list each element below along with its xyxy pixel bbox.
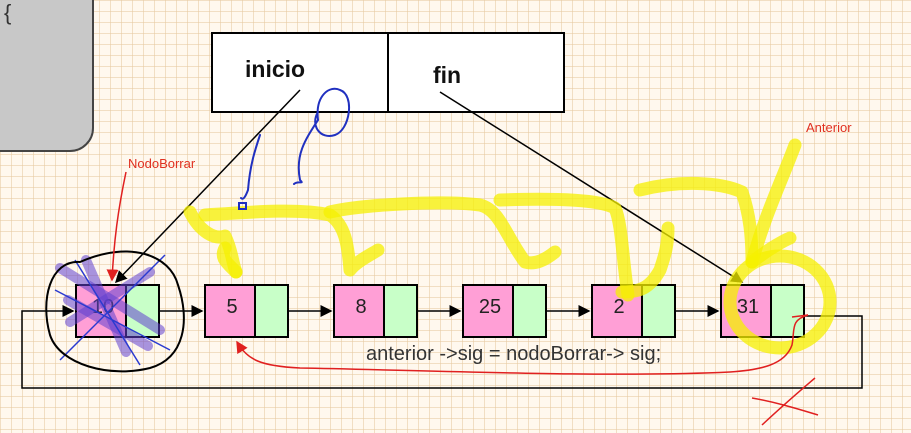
highlighter-strokes [183, 138, 837, 355]
yellow-stroke-7 [745, 138, 802, 269]
node-value: 5 [226, 296, 238, 318]
node-pointer-cell [641, 286, 674, 336]
node-25: 25 [462, 284, 547, 338]
yellow-stroke-1b [216, 241, 243, 279]
nodoborrar-note: NodoBorrar [128, 156, 196, 171]
next-arrows [21, 89, 863, 389]
node-value: 8 [355, 296, 367, 318]
yellow-stroke-2 [198, 204, 385, 277]
yellow-stroke-6 [633, 176, 759, 269]
nodoborrar-pointer [106, 171, 127, 282]
node-value: 25 [478, 296, 502, 318]
fin-label: fin [433, 62, 462, 88]
node-pointer-cell [770, 286, 803, 336]
node-pointer-cell [254, 286, 287, 336]
node-pointer-cell [512, 286, 545, 336]
pointer-statement: anterior ->sig = nodoBorrar-> sig; [366, 343, 662, 365]
corner-panel: { [0, 0, 94, 152]
circular-return-arrow [21, 305, 863, 389]
corner-brace: { [4, 0, 12, 25]
node-8: 8 [333, 284, 418, 338]
inicio-label: inicio [245, 56, 306, 82]
anterior-reroute-arrow [236, 314, 809, 375]
list-header: inicio fin [211, 32, 565, 113]
delete-scribble [55, 255, 165, 357]
header-divider [387, 34, 389, 111]
yellow-stroke-5 [615, 221, 675, 299]
node-value: 2 [613, 296, 625, 318]
yellow-circle-31 [723, 249, 837, 355]
anterior-note: Anterior [806, 120, 852, 135]
red-cross-1 [751, 397, 819, 416]
node-5: 5 [204, 284, 289, 338]
delete-scribble-lines [54, 254, 171, 366]
red-ink [106, 171, 819, 426]
yellow-stroke-4 [493, 192, 635, 302]
yellow-stroke-3 [323, 196, 562, 270]
black-circle-node-10 [45, 250, 185, 373]
blue-question-scribble [238, 87, 351, 210]
red-cross-2 [761, 377, 816, 426]
inicio-pointer-arrow [114, 89, 301, 284]
node-pointer-cell [383, 286, 416, 336]
fin-pointer-arrow [439, 91, 744, 283]
node-value: 31 [736, 296, 760, 318]
